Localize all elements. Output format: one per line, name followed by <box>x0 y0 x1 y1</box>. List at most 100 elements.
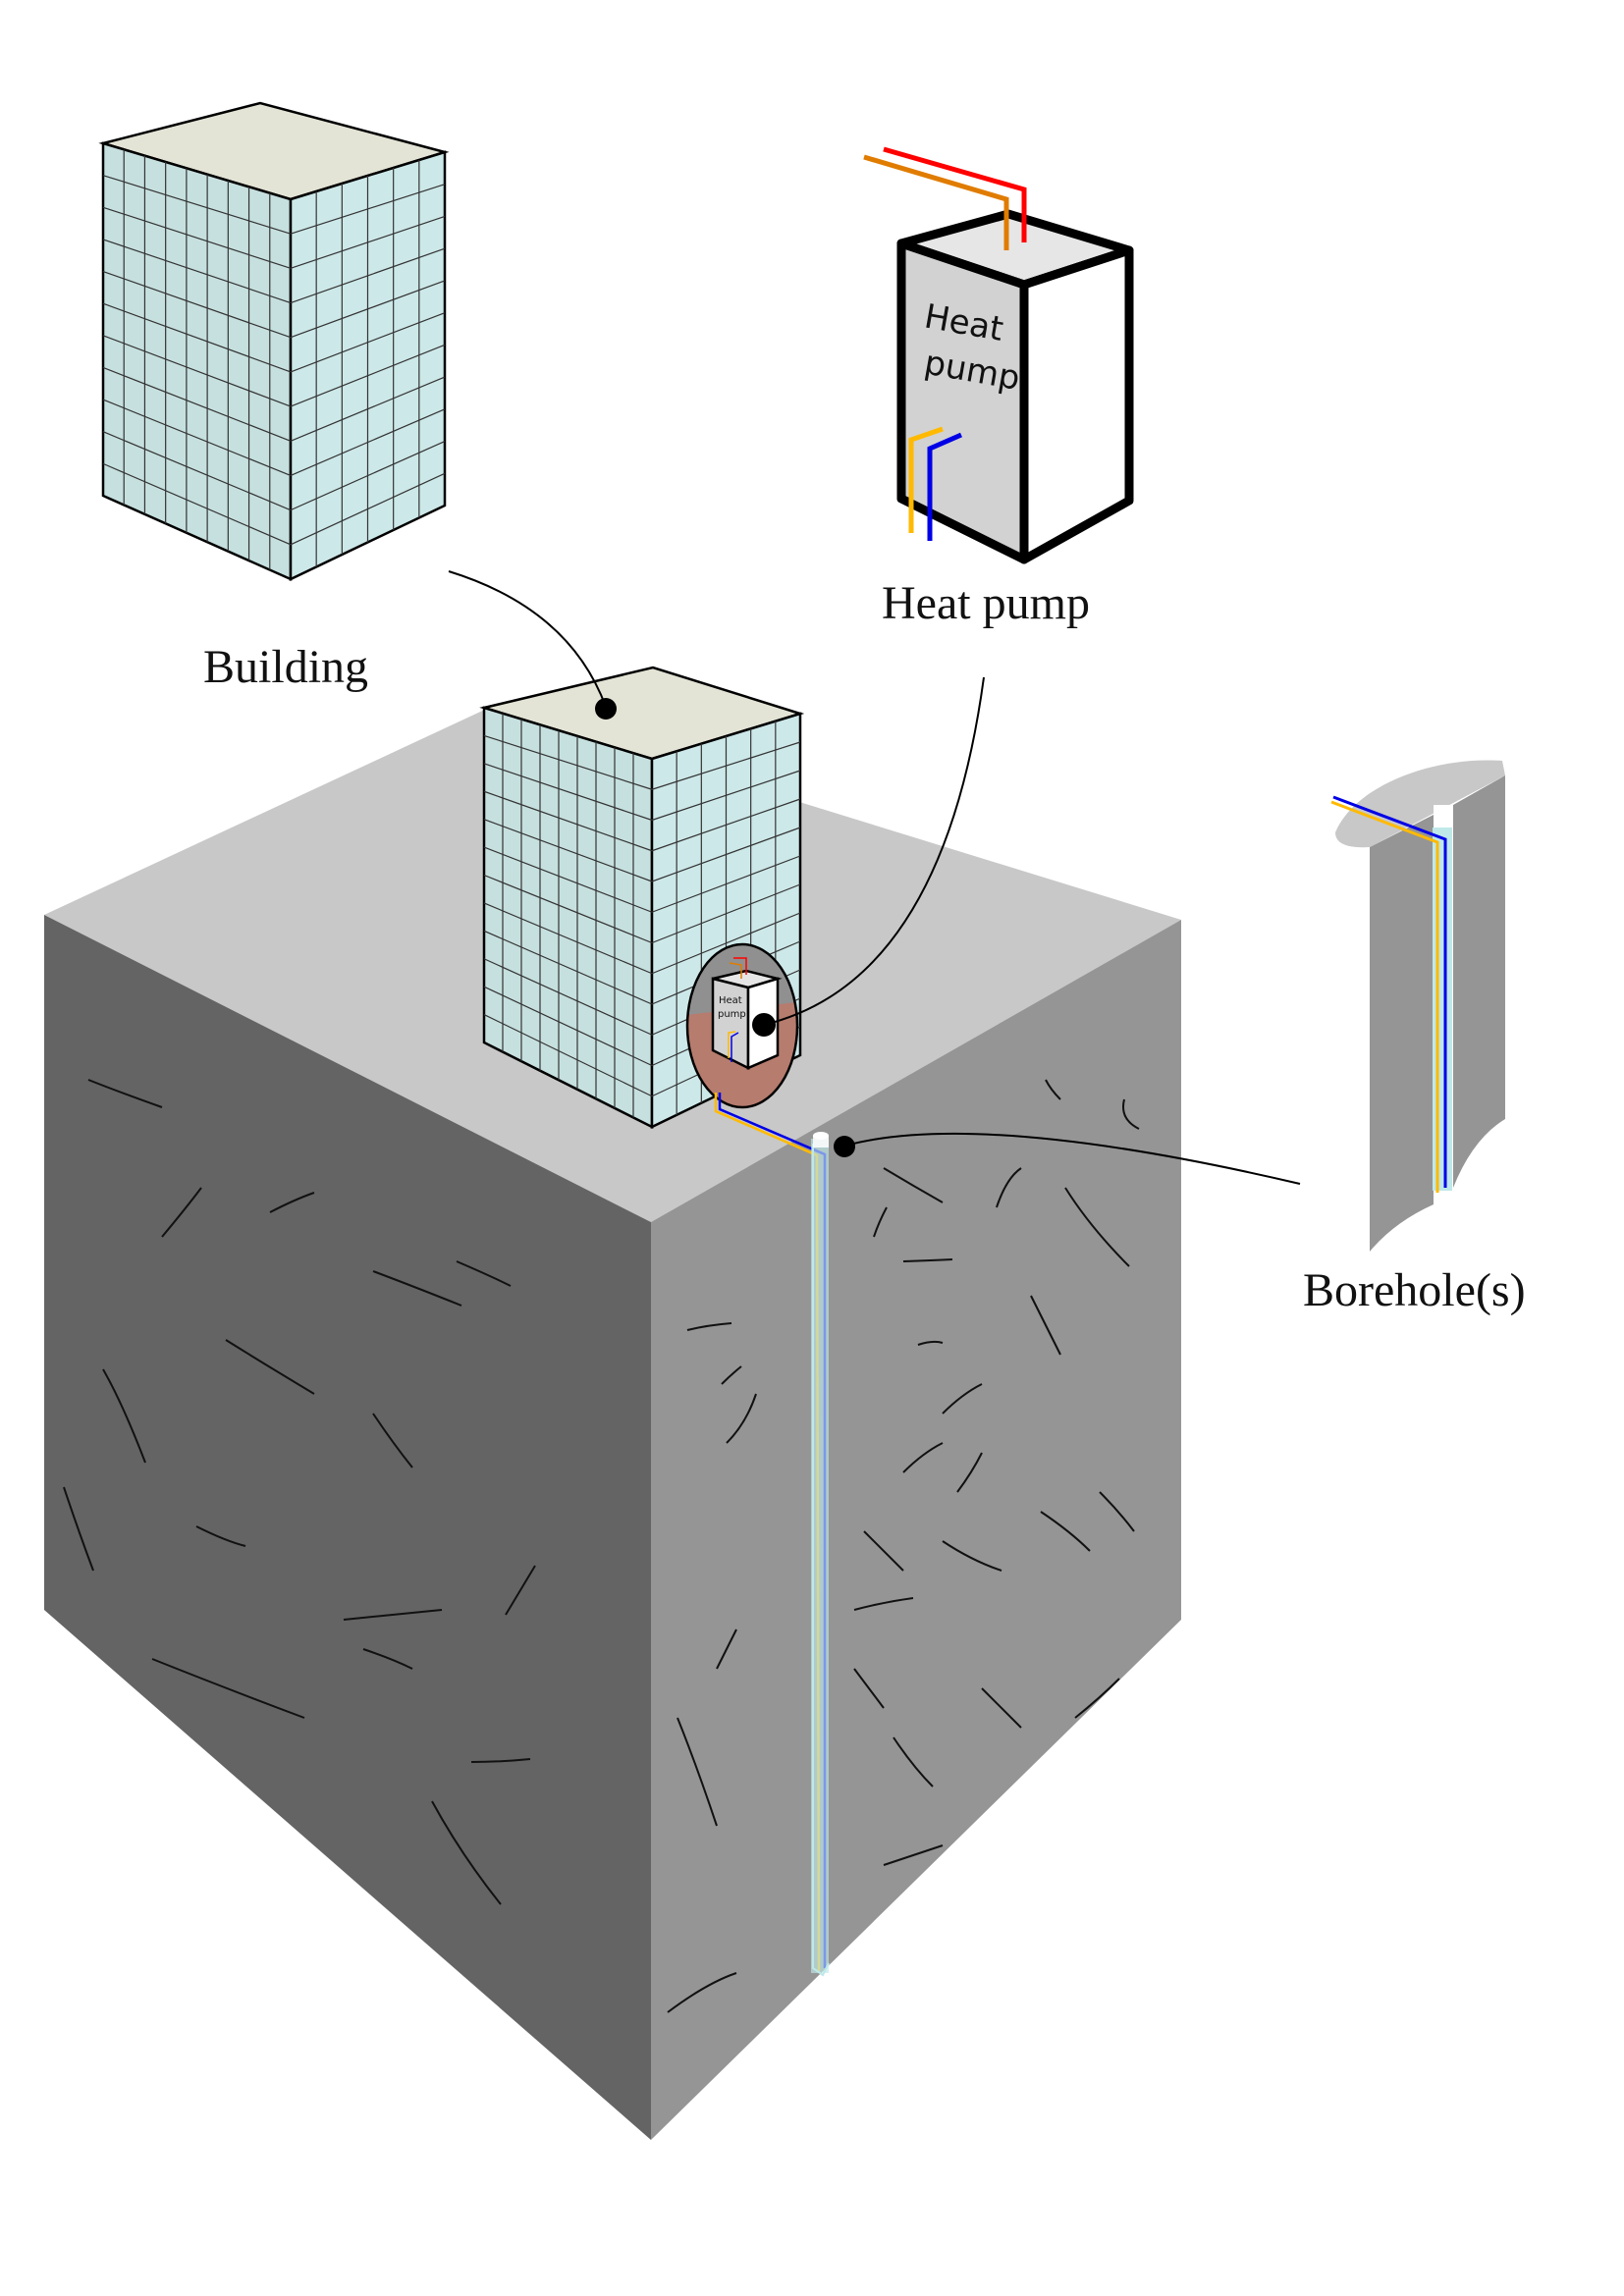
heat-pump-illustration: Heat pump <box>863 146 1134 564</box>
rock-crack <box>102 1368 146 1464</box>
pipe-yellow <box>908 426 944 533</box>
rock-crack <box>883 1844 944 1866</box>
rock-cracks <box>63 1079 1140 2013</box>
borehole-label: Borehole(s) <box>1303 1264 1526 1316</box>
rock-crack <box>456 1260 512 1287</box>
window-transom <box>102 270 292 339</box>
rock-crack <box>996 1167 1022 1208</box>
window-transom <box>102 431 292 511</box>
rock-crack <box>372 1270 462 1307</box>
rock-crack <box>63 1486 94 1572</box>
borehole-cutaway <box>1330 760 1505 1252</box>
ground-left-face <box>44 915 651 2140</box>
window-transom <box>483 986 653 1067</box>
rock-crack <box>721 1365 742 1385</box>
cutaway-pipe-blue <box>1332 795 1447 1188</box>
window-transom <box>483 874 653 944</box>
window-transom <box>483 734 653 790</box>
cutaway-pipe-yellow <box>1330 800 1439 1193</box>
rock-crack <box>667 1972 737 2013</box>
rock-crack <box>362 1648 413 1670</box>
rock-crack <box>151 1658 305 1719</box>
window-transom <box>651 770 801 822</box>
window-transom <box>483 902 653 975</box>
leader-lines <box>448 570 1301 1185</box>
window-transom <box>290 376 446 442</box>
heat-pump-right-face <box>1019 245 1134 564</box>
borehole-leader <box>844 1132 1301 1185</box>
rock-crack <box>726 1393 757 1444</box>
rock-crack <box>1045 1079 1061 1100</box>
building-leader <box>448 570 607 708</box>
rock-crack <box>942 1540 1002 1572</box>
rock-crack <box>470 1758 531 1763</box>
window-transom <box>290 440 446 511</box>
rock-crack <box>1074 1678 1120 1719</box>
rock-crack <box>1030 1295 1061 1356</box>
rock-crack <box>981 1687 1022 1729</box>
pipe-orange <box>863 154 1009 250</box>
heat-pump-left-face <box>896 239 1029 564</box>
rock-crack <box>902 1258 953 1262</box>
window-transom <box>651 798 801 852</box>
window-transom <box>102 462 292 546</box>
rock-crack <box>195 1525 246 1547</box>
rock-crack <box>853 1668 885 1709</box>
window-transom <box>290 280 446 339</box>
rock-crack <box>505 1565 536 1616</box>
building-leader-dot <box>595 698 617 720</box>
borehole-leader-dot <box>834 1136 855 1157</box>
rock-crack <box>225 1339 315 1395</box>
building-window-grid <box>102 149 446 570</box>
cutaway-right <box>1453 775 1505 1188</box>
rock-crack <box>1040 1511 1091 1552</box>
window-transom <box>483 846 653 913</box>
window-transom <box>483 930 653 1005</box>
window-transom <box>290 184 446 235</box>
rock-crack <box>1064 1187 1130 1267</box>
rock-crack <box>677 1717 718 1827</box>
ground-right-face <box>651 920 1181 2140</box>
heat-pump-leader-dot <box>752 1013 776 1037</box>
rock-crack <box>873 1206 888 1238</box>
window-transom <box>651 741 801 790</box>
heat-pump-inset: Heat pump <box>685 942 799 1109</box>
rock-crack <box>431 1800 502 1905</box>
building-illustration <box>98 101 450 581</box>
window-transom <box>651 827 801 882</box>
window-transom <box>651 912 801 975</box>
rock-crack <box>716 1629 737 1670</box>
window-transom <box>483 1014 653 1097</box>
window-transom <box>290 247 446 304</box>
heat-pump-leader <box>763 676 985 1026</box>
rock-crack <box>893 1736 934 1788</box>
inset-heat-label-line1: Heat <box>719 995 742 1006</box>
window-transom <box>483 958 653 1036</box>
window-transom <box>102 366 292 442</box>
window-transom <box>483 790 653 852</box>
pipe-red <box>883 146 1027 242</box>
window-transom <box>102 399 292 477</box>
rock-crack <box>863 1530 904 1572</box>
window-transom <box>102 175 292 235</box>
rock-crack <box>853 1597 914 1611</box>
borehole <box>811 1132 830 1977</box>
heat-pump-label: Heat pump <box>882 577 1090 629</box>
rock-crack <box>1099 1491 1135 1532</box>
rock-crack <box>269 1192 315 1213</box>
pipe-blue <box>927 432 963 541</box>
rock-crack <box>942 1383 983 1415</box>
window-transom <box>290 312 446 373</box>
rock-crack <box>87 1079 163 1108</box>
center-building-window-grid <box>483 713 801 1118</box>
window-transom <box>102 239 292 304</box>
window-transom <box>290 344 446 407</box>
window-transom <box>102 206 292 269</box>
window-transom <box>651 855 801 913</box>
building-label: Building <box>203 641 368 693</box>
window-transom <box>651 883 801 944</box>
window-transom <box>483 763 653 822</box>
window-transom <box>290 215 446 269</box>
cutaway-left <box>1370 815 1434 1252</box>
